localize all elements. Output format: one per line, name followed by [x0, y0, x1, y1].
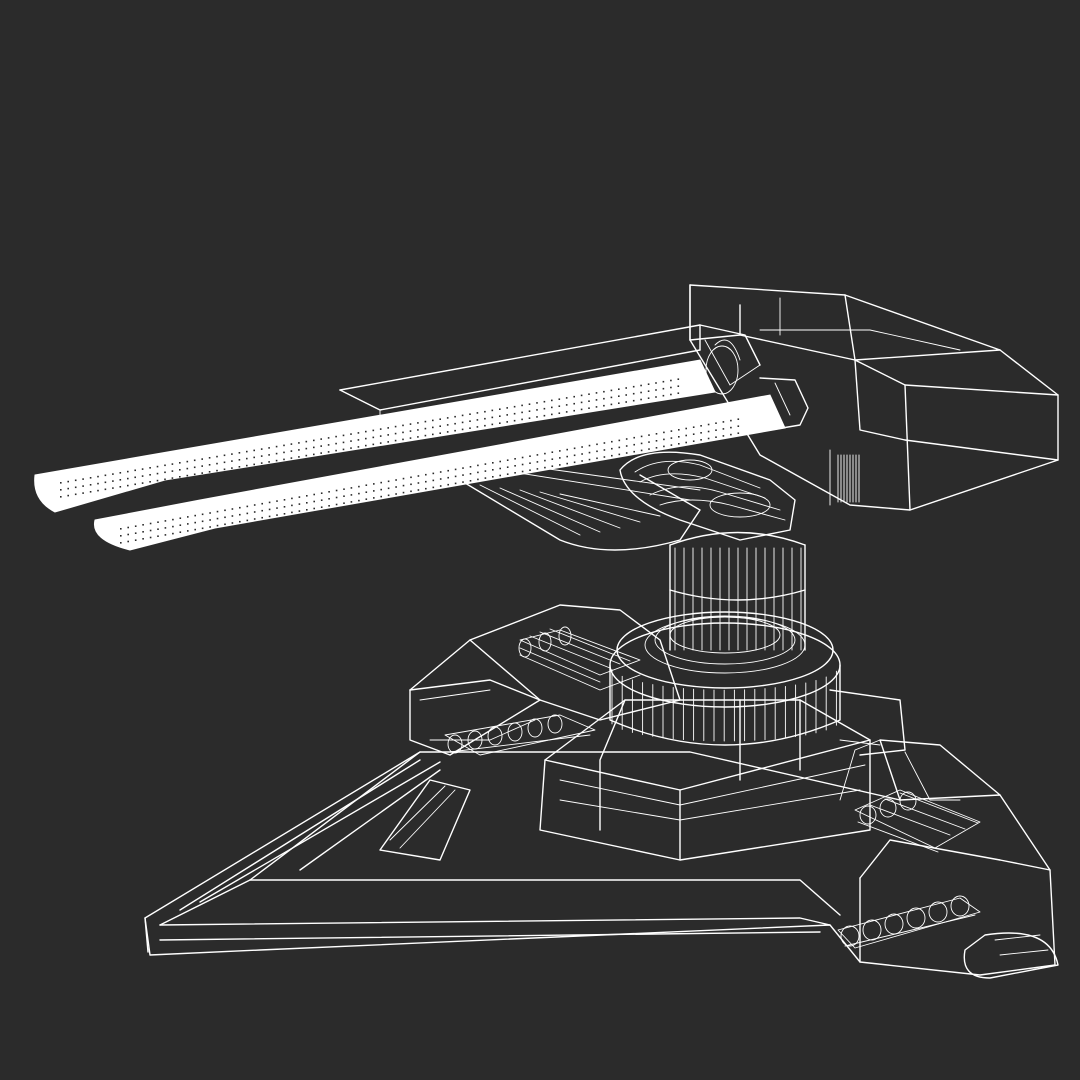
barrel-lower [93, 394, 786, 551]
barrel-upper [34, 359, 716, 513]
tube-cluster-right-lower [837, 895, 981, 949]
support-post [669, 531, 806, 651]
tube-cluster-left-upper [518, 626, 641, 691]
swivel-joint [619, 451, 796, 541]
base-plate [144, 739, 1059, 979]
turret-platform [409, 604, 906, 861]
barrel-muzzle-cap [705, 345, 809, 431]
tube-cluster-left-lower [444, 714, 596, 756]
receiver-box [689, 284, 1059, 511]
tube-cluster-right-upper [854, 789, 981, 853]
